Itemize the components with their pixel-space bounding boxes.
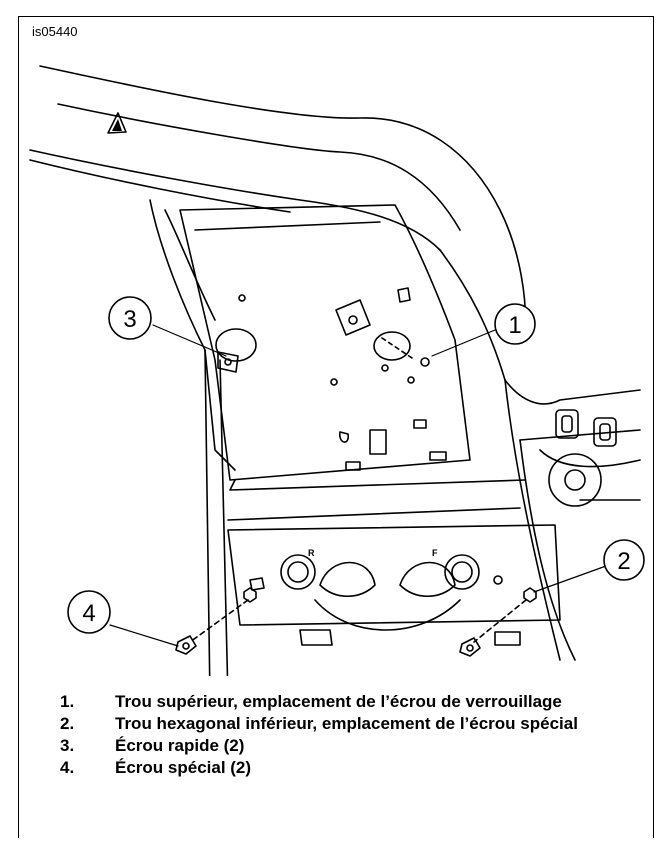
callout-4: 4 [67, 590, 111, 634]
legend-text: Trou hexagonal inférieur, emplacement de… [115, 714, 578, 733]
legend-number: 1. [60, 692, 75, 711]
hole-mark-r: R [308, 548, 315, 558]
callout-2-number: 2 [617, 548, 630, 575]
legend-item: 4. Écrou spécial (2) [60, 758, 640, 778]
special-nut-right [459, 587, 537, 657]
legend-text: Écrou rapide (2) [115, 736, 245, 755]
legend-item: 2. Trou hexagonal inférieur, emplacement… [60, 714, 640, 734]
legend-number: 3. [60, 736, 75, 755]
leader-lines [109, 324, 607, 647]
legend-number: 2. [60, 714, 75, 733]
figure-frame [18, 16, 654, 838]
hole-mark-f: F [432, 548, 438, 558]
callout-2: 2 [603, 539, 645, 581]
callout-1: 1 [494, 303, 536, 345]
special-nut-left [175, 587, 257, 655]
technical-illustration: R F 1 2 3 4 [19, 16, 653, 676]
image-id-label: is05440 [32, 24, 78, 39]
upper-frame-rail [29, 65, 527, 381]
right-bracket-assembly [504, 379, 641, 661]
legend-item: 1. Trou supérieur, emplacement de l’écro… [60, 692, 640, 712]
callout-1-number: 1 [508, 312, 521, 339]
support-plate [179, 204, 471, 481]
left-gusset [149, 199, 236, 676]
legend-list: 1. Trou supérieur, emplacement de l’écro… [60, 692, 640, 780]
callout-3-number: 3 [123, 306, 136, 333]
callout-4-number: 4 [82, 600, 95, 627]
legend-item: 3. Écrou rapide (2) [60, 736, 640, 756]
callout-3: 3 [108, 296, 152, 340]
legend-text: Trou supérieur, emplacement de l’écrou d… [115, 692, 562, 711]
legend-number: 4. [60, 758, 75, 777]
legend-text: Écrou spécial (2) [115, 758, 252, 777]
crossmember [227, 479, 561, 646]
warning-triangle-icon [107, 112, 127, 134]
